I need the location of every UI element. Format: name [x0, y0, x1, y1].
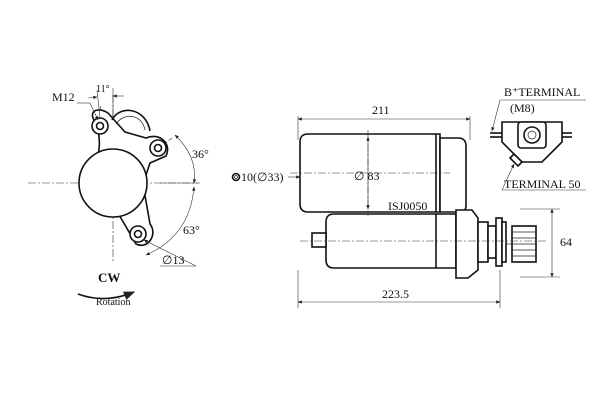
height-label: 64 — [560, 235, 572, 249]
body-dia-label: ∅ 83 — [354, 169, 379, 183]
b-terminal-label: B⁺TERMINAL — [504, 85, 580, 99]
rotation-arrow — [77, 291, 136, 300]
pinion-gear — [477, 217, 537, 267]
hole-top — [91, 117, 109, 135]
b-terminal-size-label: (M8) — [510, 101, 535, 115]
part-number-label: ISJ0050 — [388, 199, 427, 213]
thread-label: M12 — [52, 90, 75, 104]
hole-right — [149, 139, 167, 157]
end-view: 11° M12 36° 63° ∅13 CW Rotation — [28, 84, 209, 308]
solenoid-end-cap — [439, 137, 467, 213]
angle-bottom-label: 63° — [183, 223, 200, 237]
nose-cap — [111, 109, 151, 132]
rotation-word-label: Rotation — [96, 297, 130, 308]
angle-top-label: 11° — [96, 84, 110, 95]
angle-right-label: 36° — [192, 147, 209, 161]
bolt-symbol-icon — [231, 172, 241, 182]
total-length-label: 223.5 — [382, 287, 409, 301]
nose-cap-inner — [115, 116, 146, 131]
rear-shaft-stub — [311, 232, 327, 248]
bolt-spec-label: 10(∅33) — [241, 170, 283, 184]
motor-body-end — [78, 148, 148, 218]
hole-bottom — [129, 225, 147, 243]
terminal-detail: B⁺TERMINAL (M8) TERMINAL 50 — [490, 85, 586, 191]
hole-dia-label: ∅13 — [162, 253, 184, 267]
side-view: 211 ∅ 83 — [231, 103, 572, 308]
overall-length-label: 211 — [372, 103, 390, 117]
terminal-50-label: TERMINAL 50 — [504, 177, 581, 191]
rotation-direction-label: CW — [98, 270, 120, 285]
drive-end-housing — [455, 209, 479, 279]
